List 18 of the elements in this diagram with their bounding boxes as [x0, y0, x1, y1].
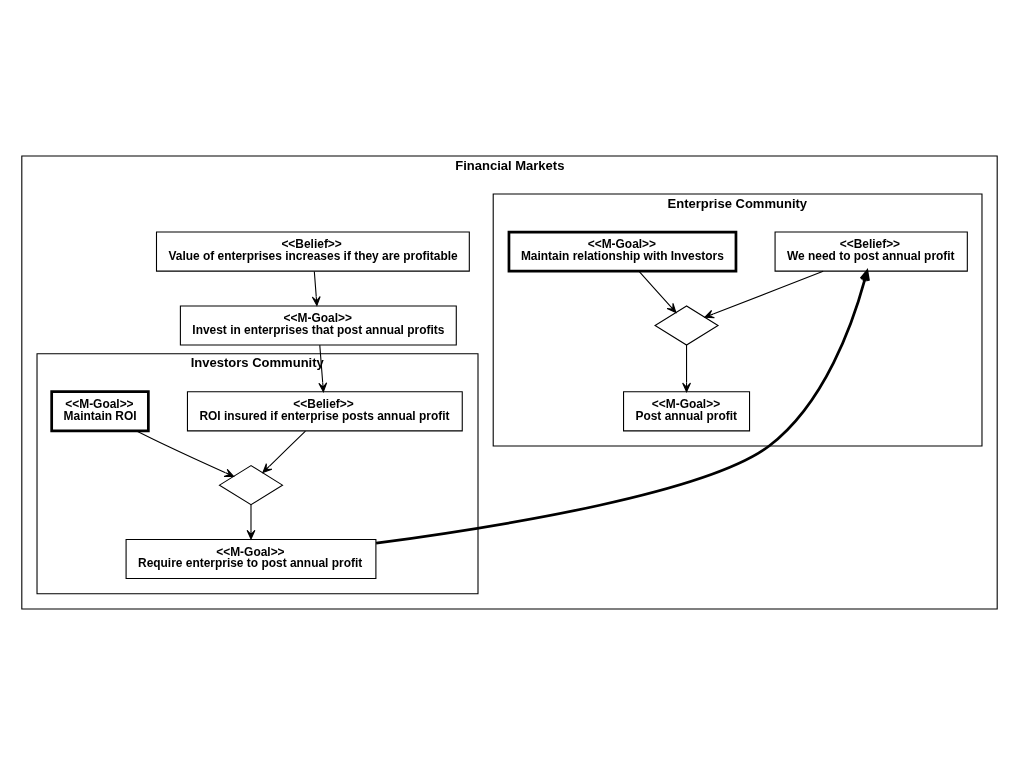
arrow [246, 504, 256, 540]
node-box: <<Belief>> ROI insured if enterprise posts annual profit [186, 391, 463, 432]
node-box: <<M-Goal>> Invest in enterprises that post annual profits [179, 305, 457, 346]
node-diamond [654, 305, 720, 346]
node-box: <<M-Goal>> Maintain relationship with Investors [507, 230, 738, 273]
arrow [375, 269, 870, 545]
node-box: <<M-Goal>> Maintain ROI [50, 390, 150, 433]
node-box: <<M-Goal>> Post annual profit [623, 391, 751, 432]
node-box: <<Belief>> We need to post annual profit [774, 231, 968, 272]
arrow [262, 430, 306, 474]
arrow [311, 271, 321, 306]
arrow [682, 344, 691, 393]
node-box: <<M-Goal>> Require enterprise to post annual profit [125, 538, 377, 580]
arrow [136, 430, 235, 477]
node-box: <<Belief>> Value of enterprises increases if they are profitable [155, 231, 470, 272]
arrow [318, 344, 328, 393]
arrow [704, 270, 824, 319]
arrow [638, 271, 677, 313]
